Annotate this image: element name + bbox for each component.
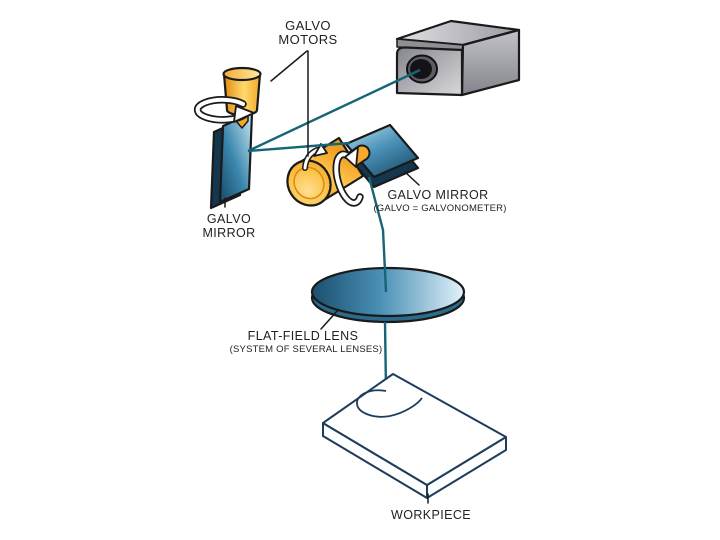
workpiece-top-face <box>322 373 507 486</box>
flat-field-lens <box>310 266 466 324</box>
label-right-mirror-line1: GALVO MIRROR <box>387 188 488 202</box>
motor2-cap-rim <box>293 166 325 200</box>
label-workpiece: WORKPIECE <box>391 508 471 522</box>
beam-laser-to-mirror1 <box>247 68 421 153</box>
label-left-mirror-line2: MIRROR <box>202 226 255 240</box>
beam-mirror2-to-lens <box>367 176 388 293</box>
laser-aperture-icon <box>410 59 432 79</box>
pointer-mirror2-label <box>404 171 420 186</box>
beam-mirror1-to-mirror2 <box>247 141 351 153</box>
motor1-top <box>222 66 262 82</box>
label-lens-line2: (SYSTEM OF SEVERAL LENSES) <box>230 344 383 355</box>
label-right-mirror-line2: (GALVO = GALVONOMETER) <box>373 203 506 214</box>
rotation-arrow-2 <box>332 146 364 207</box>
diagram-labels: GALVO MOTORS GALVO MIRROR GALVO MIRROR (… <box>202 18 506 522</box>
lens-face <box>310 266 466 318</box>
pointer-motors-to-motor1 <box>270 50 308 82</box>
label-left-mirror-line1: GALVO <box>207 212 251 226</box>
rotation-arrow-small <box>302 143 328 171</box>
mirror1-face <box>218 111 254 204</box>
mirror2-face <box>344 123 420 179</box>
laser-source <box>395 19 521 97</box>
label-galvo-motors-line2: MOTORS <box>278 32 337 47</box>
pointer-lines <box>224 50 429 504</box>
marking-path-curve <box>356 389 423 418</box>
rotation-arrow-2-head <box>344 146 359 168</box>
rotation-arrow-1 <box>193 96 255 124</box>
rotation-arrow-1-head <box>233 105 255 123</box>
label-galvo-motors-line1: GALVO <box>285 18 331 33</box>
galvo-mirror-1 <box>209 111 254 210</box>
pointer-lens-label <box>320 309 339 330</box>
workpiece-plate <box>322 373 507 499</box>
label-lens-line1: FLAT-FIELD LENS <box>248 329 359 343</box>
